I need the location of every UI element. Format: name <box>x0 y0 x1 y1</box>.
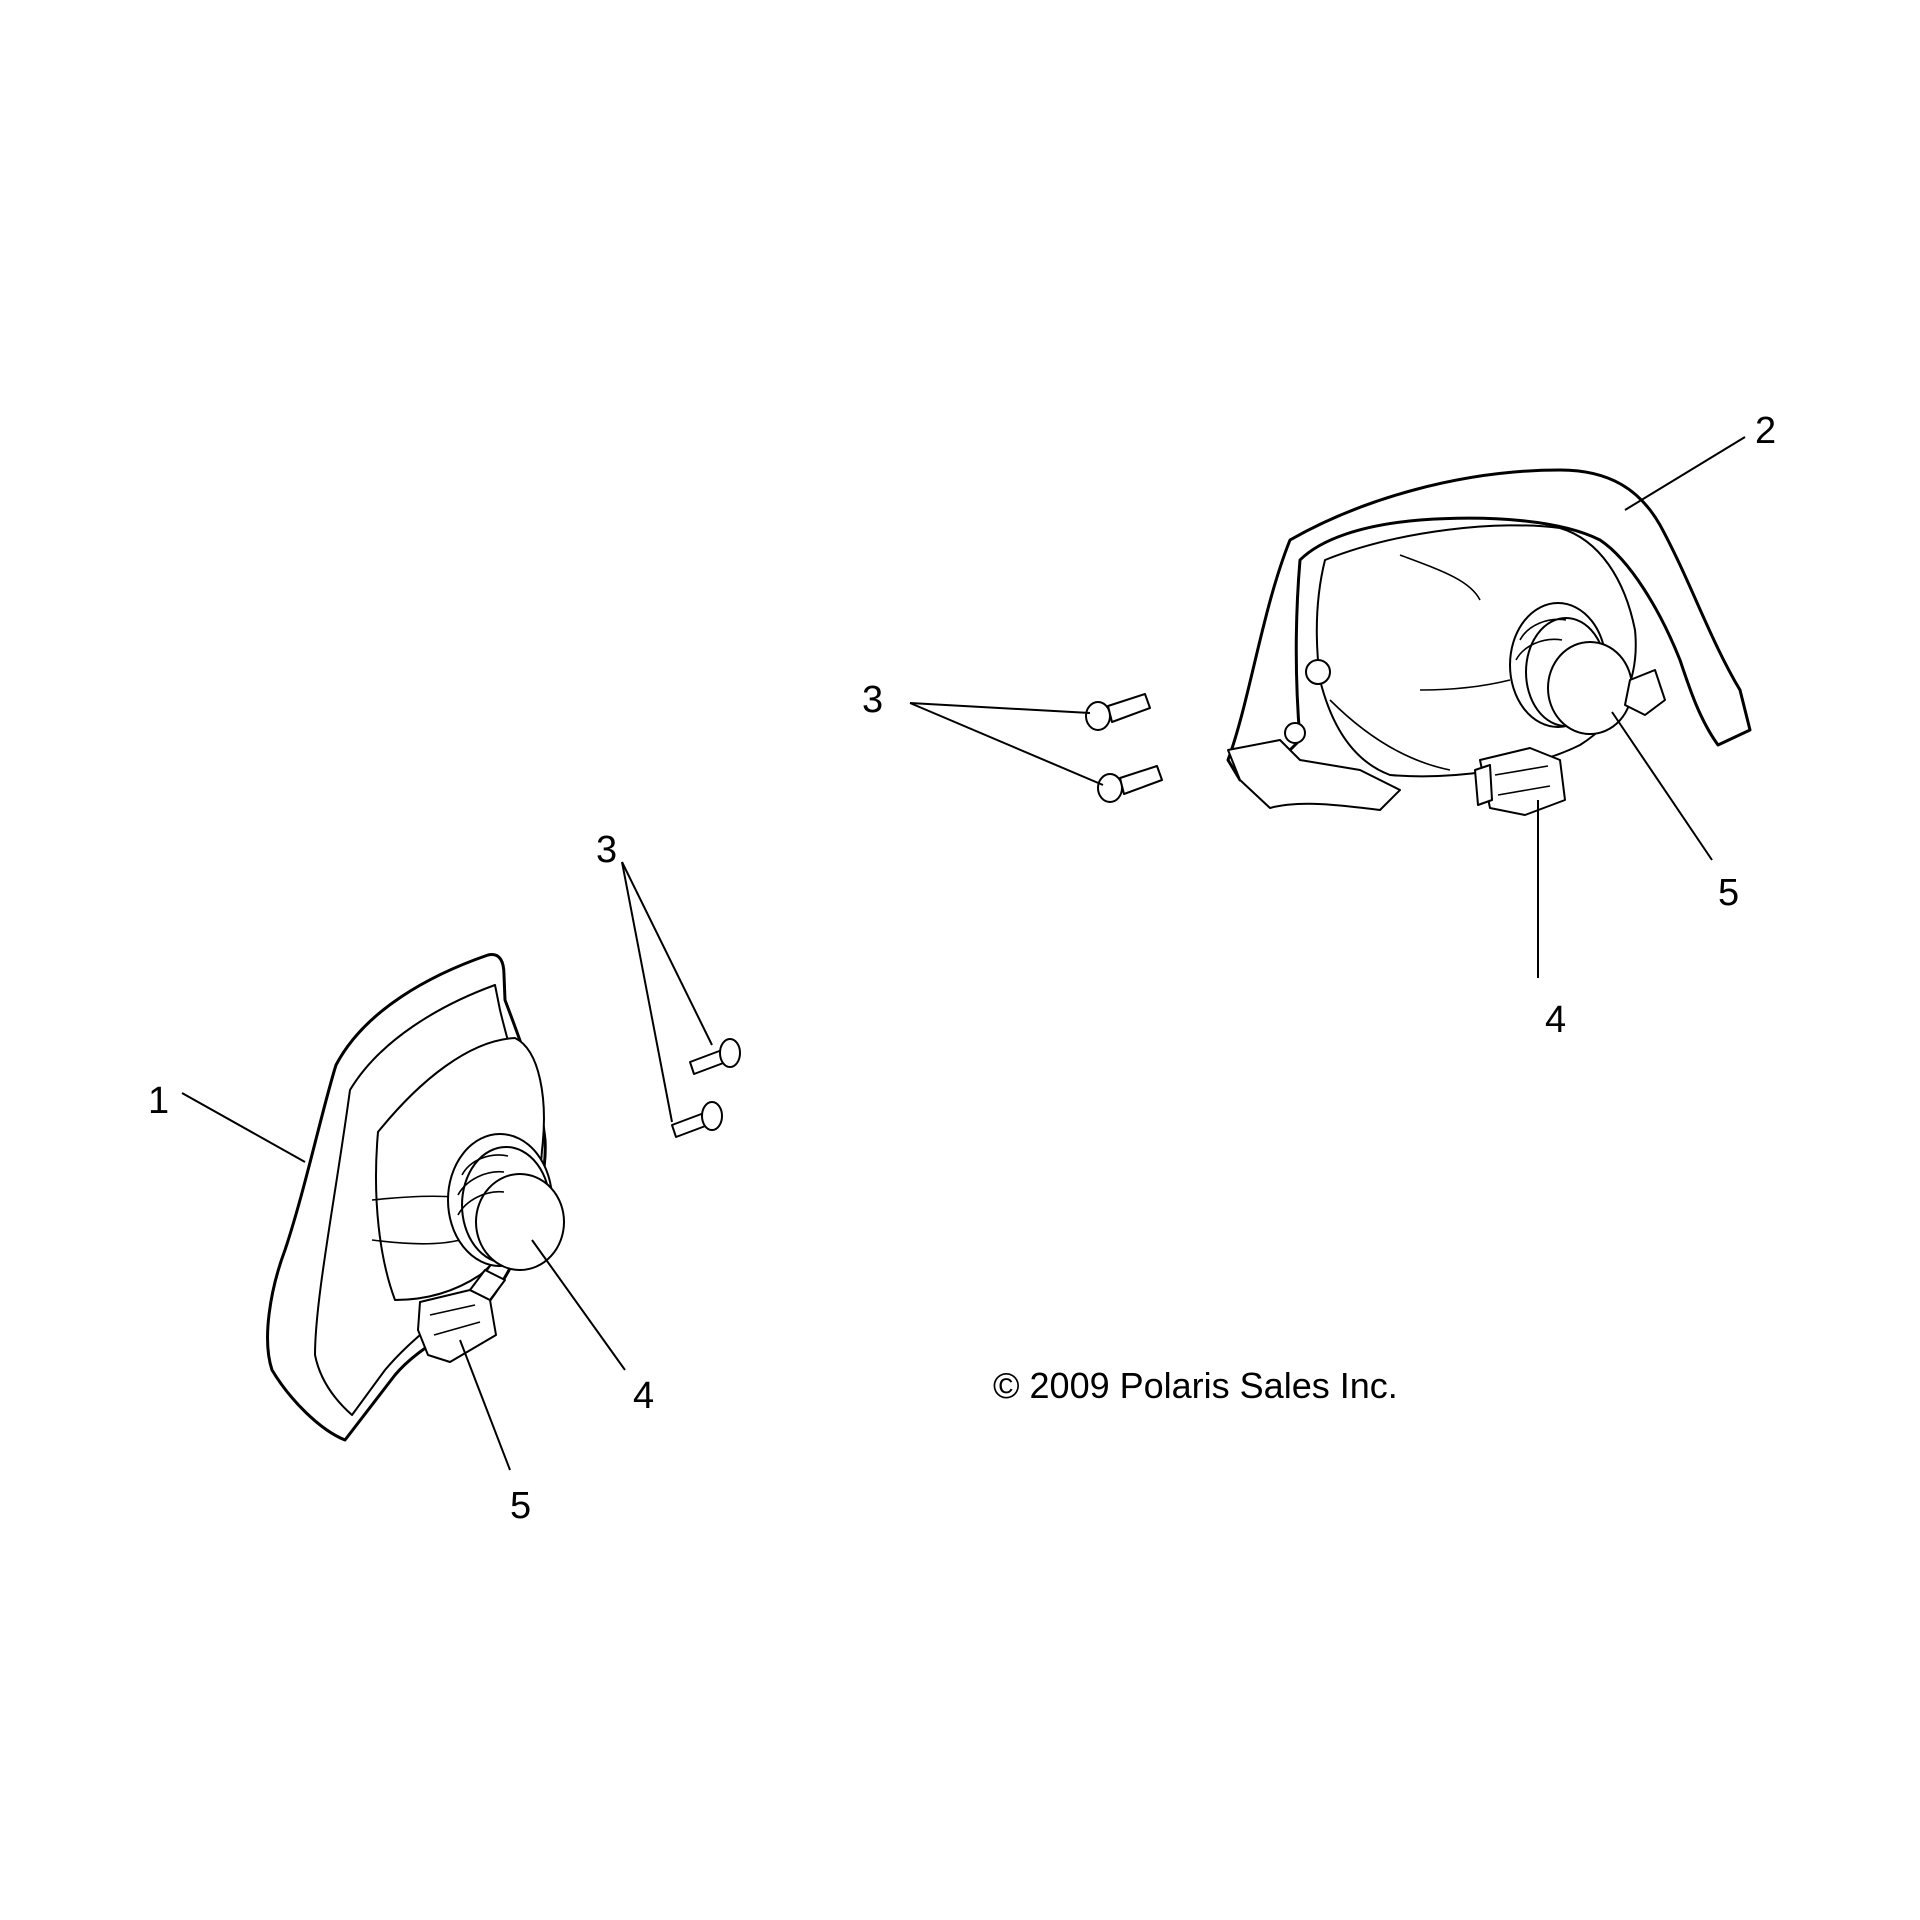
leader-lines <box>181 436 1746 1471</box>
right-screws <box>1085 693 1163 803</box>
callout-5-left: 5 <box>510 1485 531 1527</box>
right-bulb <box>1509 602 1633 735</box>
right-screw-lower <box>1097 765 1163 803</box>
leader-line-5-right <box>1611 711 1713 861</box>
right-screw-upper <box>1085 693 1151 731</box>
left-screws <box>671 1038 741 1138</box>
callout-2: 2 <box>1755 410 1776 452</box>
leader-line-3-right-b <box>909 702 1104 786</box>
leader-line-3-right-a <box>909 702 1091 714</box>
right-mounting-boss-lower <box>1284 722 1306 744</box>
right-housing-base <box>1227 739 1401 811</box>
leader-line-2 <box>1624 436 1746 511</box>
left-headlight-assembly <box>266 952 565 1442</box>
callout-labels: 1 2 3 3 4 5 4 5 <box>148 410 1776 1527</box>
left-screw-lower <box>671 1101 723 1138</box>
callout-1: 1 <box>148 1080 169 1122</box>
right-headlight-assembly <box>1226 468 1752 816</box>
right-side-clip <box>1624 669 1666 716</box>
callout-3-left: 3 <box>596 829 617 871</box>
right-connector <box>1474 747 1566 816</box>
leader-line-1 <box>181 1092 306 1163</box>
copyright-notice: © 2009 Polaris Sales Inc. <box>993 1365 1398 1406</box>
leader-line-3-left-b <box>621 861 673 1123</box>
leader-line-4-left <box>531 1239 626 1371</box>
callout-4-left: 4 <box>633 1375 654 1417</box>
left-screw-upper <box>689 1038 741 1075</box>
right-mounting-boss-upper <box>1305 659 1331 685</box>
callout-5-right: 5 <box>1718 872 1739 914</box>
left-bulb <box>447 1133 565 1271</box>
leader-line-5-left <box>459 1339 511 1471</box>
left-connector <box>417 1269 506 1363</box>
leader-line-3-left-a <box>621 861 713 1046</box>
callout-3-right: 3 <box>862 679 883 721</box>
callout-4-right: 4 <box>1545 999 1566 1041</box>
right-headlight-housing <box>1226 468 1752 782</box>
